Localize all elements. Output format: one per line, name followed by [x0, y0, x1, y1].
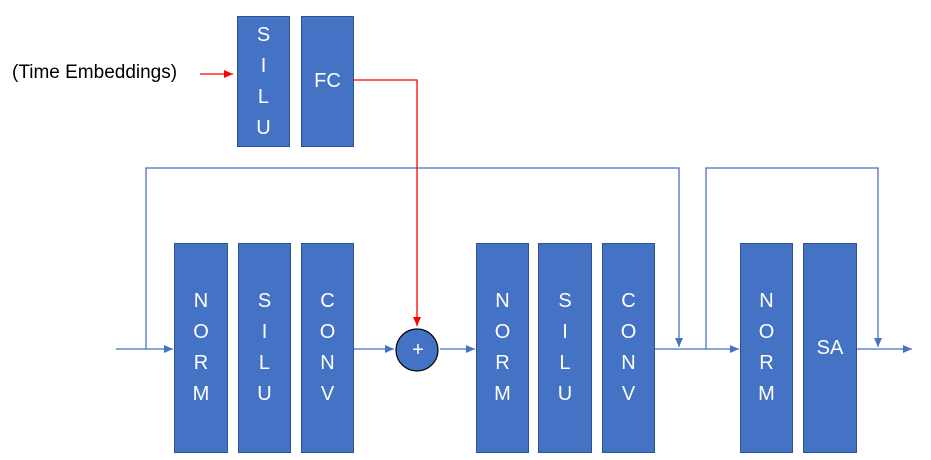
block-letter: N	[759, 290, 774, 312]
block-letter: O	[620, 321, 637, 343]
block-letter: V	[621, 383, 636, 405]
block-letter: U	[256, 116, 271, 139]
block-letter: R	[759, 352, 774, 374]
block-letter: U	[257, 383, 272, 405]
block-letter: L	[258, 352, 271, 374]
block-letter: I	[562, 321, 568, 343]
block-letter: R	[495, 352, 510, 374]
block-letter: L	[559, 352, 571, 374]
block-letter: M	[494, 383, 511, 405]
block-letter: O	[193, 321, 209, 343]
block-letter: O	[758, 321, 775, 343]
block-letter: I	[260, 54, 267, 77]
skip-connection-1	[145, 167, 683, 349]
time-embeddings-label: (Time Embeddings)	[12, 62, 178, 83]
sa-block: SA	[803, 243, 857, 453]
block-letter: N	[193, 290, 209, 312]
fc-block: FC	[301, 16, 354, 147]
block-letter: S	[257, 290, 272, 312]
block-letter: O	[319, 321, 336, 343]
block-letter: I	[261, 321, 268, 343]
block-letter: M	[192, 383, 210, 405]
block-letter: S	[256, 23, 271, 46]
block-letter: C	[621, 290, 636, 312]
block-letter: O	[494, 321, 511, 343]
block-letter: U	[557, 383, 573, 405]
block-letter: S	[558, 290, 572, 312]
arrow-fc-to-add	[354, 79, 421, 326]
block-letter: M	[758, 383, 775, 405]
skip-connection-2	[705, 167, 882, 349]
block-letter: C	[320, 290, 335, 312]
block-letter: N	[495, 290, 510, 312]
block-letter: N	[320, 352, 335, 374]
block-letter: L	[257, 85, 270, 108]
fc-text: FC	[314, 70, 341, 92]
add-node	[395, 328, 439, 372]
block-letter: N	[621, 352, 636, 374]
sa-text: SA	[816, 336, 844, 359]
block-letter: R	[193, 352, 209, 374]
block-letter: V	[320, 383, 335, 405]
